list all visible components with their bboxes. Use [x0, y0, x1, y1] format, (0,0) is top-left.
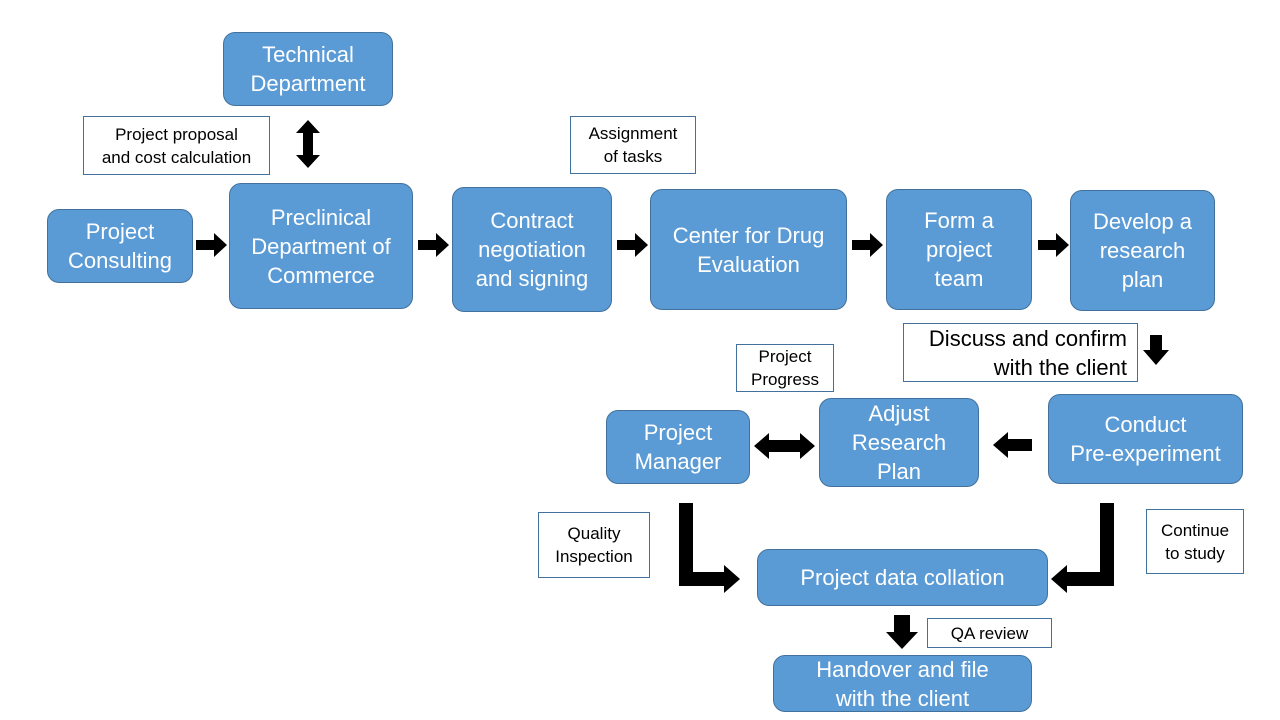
arrow-manager-adjust-double	[754, 433, 815, 459]
arrow-team-to-plan	[1038, 233, 1069, 257]
project-consulting-box: Project Consulting	[47, 209, 193, 283]
qa-review-label: QA review	[927, 618, 1052, 648]
arrow-plan-to-preexperiment	[1143, 335, 1169, 365]
arrow-collation-to-handover	[886, 615, 918, 649]
develop-research-plan-box: Develop a research plan	[1070, 190, 1215, 311]
arrow-contract-to-cde	[617, 233, 648, 257]
project-manager-box: Project Manager	[606, 410, 750, 484]
assignment-of-tasks-label: Assignment of tasks	[570, 116, 696, 174]
handover-file-client-box: Handover and file with the client	[773, 655, 1032, 712]
arrow-consulting-to-preclinical	[196, 233, 227, 257]
discuss-confirm-label: Discuss and confirm with the client	[903, 323, 1138, 382]
project-progress-label: Project Progress	[736, 344, 834, 392]
continue-to-study-label: Continue to study	[1146, 509, 1244, 574]
project-data-collation-box: Project data collation	[757, 549, 1048, 606]
arrow-manager-to-collation	[679, 503, 740, 593]
contract-negotiation-box: Contract negotiation and signing	[452, 187, 612, 312]
technical-department-box: Technical Department	[223, 32, 393, 106]
form-project-team-box: Form a project team	[886, 189, 1032, 310]
preclinical-department-box: Preclinical Department of Commerce	[229, 183, 413, 309]
arrow-technical-preclinical-double	[296, 120, 320, 168]
quality-inspection-label: Quality Inspection	[538, 512, 650, 578]
project-proposal-label: Project proposal and cost calculation	[83, 116, 270, 175]
arrow-preexperiment-to-collation	[1051, 503, 1114, 593]
adjust-research-plan-box: Adjust Research Plan	[819, 398, 979, 487]
conduct-pre-experiment-box: Conduct Pre-experiment	[1048, 394, 1243, 484]
arrow-preexperiment-to-adjust	[993, 432, 1032, 458]
arrow-cde-to-team	[852, 233, 883, 257]
arrow-preclinical-to-contract	[418, 233, 449, 257]
center-drug-evaluation-box: Center for Drug Evaluation	[650, 189, 847, 310]
